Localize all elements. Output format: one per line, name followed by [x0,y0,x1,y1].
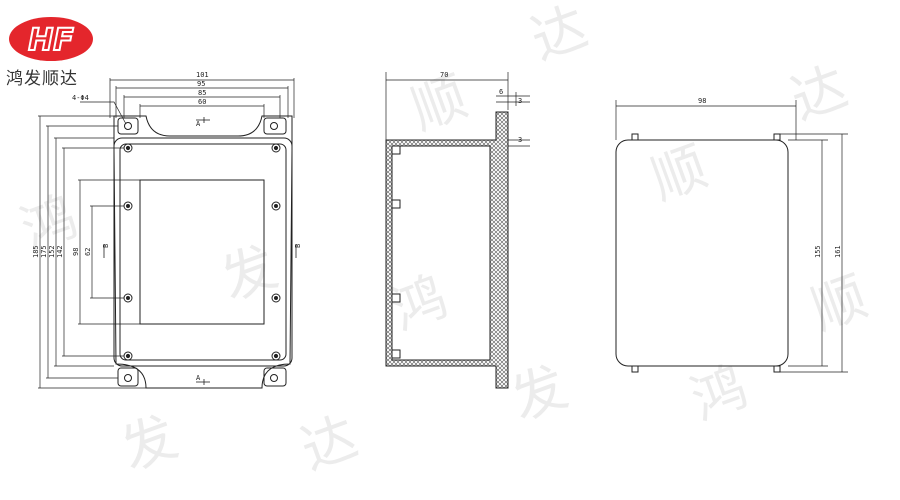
dim-height-152: 152 [48,245,56,258]
end-right-dims [780,133,848,373]
front-top-dims [109,78,295,118]
side-view [385,72,530,389]
section-mark-b-left: B [102,244,110,248]
side-wall-section [385,111,509,389]
front-inner-frame [113,137,293,367]
section-mark-a-bottom: A [196,374,201,382]
dim-wall-6: 6 [499,88,503,96]
side-right-dims [496,92,530,147]
dim-lip-3-bottom: 3 [518,136,522,144]
dim-lip-3-top: 3 [518,97,522,105]
front-lid-edge [119,143,287,361]
corner-screws [123,143,281,361]
end-view [615,100,848,373]
section-mark-a-top: A [196,120,201,128]
company-name: 鸿发顺达 [6,69,78,89]
dim-height-62: 62 [84,248,92,256]
dim-width-98: 98 [698,97,706,105]
front-left-dims [38,115,146,389]
front-window [139,179,265,325]
dim-height-185: 185 [32,245,40,258]
hole-callout: 4-Φ4 [72,94,89,102]
logo-text: HF [28,23,74,58]
dim-width-101: 101 [196,71,209,79]
mounting-ears [117,117,287,387]
section-mark-b-right: B [294,244,302,248]
dim-height-175: 175 [40,245,48,258]
end-outline [615,139,789,367]
dim-depth-70: 70 [440,71,448,79]
logo-ellipse [9,17,93,61]
dim-width-60: 60 [198,98,206,106]
brand-logo: HF [8,6,98,96]
section-arrows [103,117,297,385]
dim-height-142: 142 [56,245,64,258]
dim-height-98: 98 [72,248,80,256]
dim-height-155: 155 [814,245,822,258]
side-lugs [391,145,401,359]
hole-leader [80,101,127,125]
pcb-bosses [123,201,281,303]
end-tabs [631,133,781,373]
dim-width-95: 95 [197,80,205,88]
dim-height-161: 161 [834,245,842,258]
front-view [38,78,297,389]
dim-width-85: 85 [198,89,206,97]
